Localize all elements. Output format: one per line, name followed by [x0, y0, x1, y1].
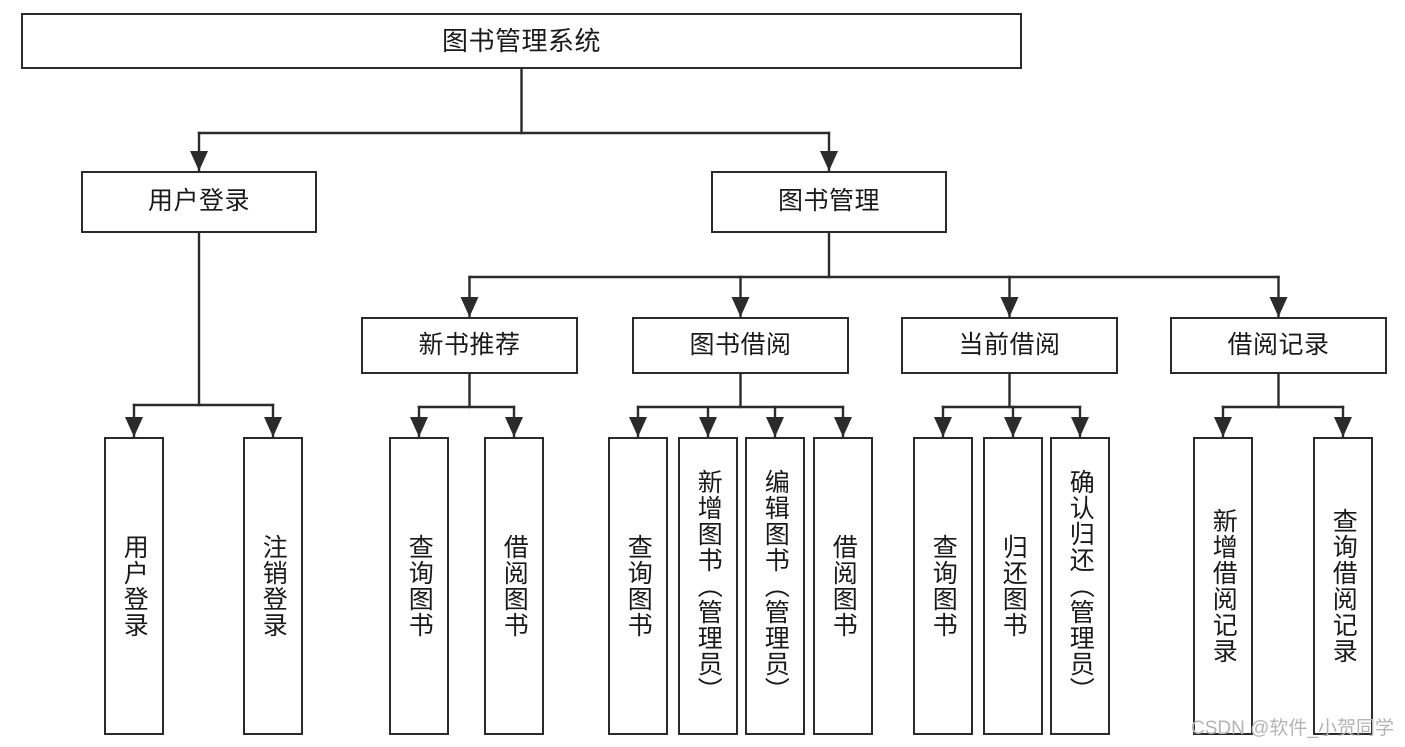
edge-arrowhead	[731, 297, 750, 317]
edge-arrowhead	[699, 417, 717, 437]
edge-arrowhead	[125, 417, 143, 437]
node-label: 借阅图书	[500, 534, 529, 638]
node-borrow_record[interactable]: 借阅记录	[1170, 317, 1387, 374]
node-label: 当前借阅	[958, 330, 1061, 359]
node-leaf_query_book_2[interactable]: 查询图书	[608, 437, 668, 735]
node-label: 查询图书	[405, 534, 434, 638]
node-leaf_confirm_ret[interactable]: 确认归还（管理员）	[1050, 437, 1110, 735]
node-label: 查询图书	[624, 534, 653, 638]
edge-arrowhead	[1004, 417, 1022, 437]
csdn-watermark: CSDN @软件_小贺同学	[1191, 718, 1394, 739]
node-label: 归还图书	[999, 534, 1028, 638]
node-leaf_borrow_book_1[interactable]: 借阅图书	[484, 437, 544, 735]
node-label: 图书管理	[777, 187, 880, 216]
node-user_login[interactable]: 用户登录	[81, 171, 317, 233]
node-leaf_borrow_book_2[interactable]: 借阅图书	[813, 437, 873, 735]
node-label: 借阅图书	[829, 534, 858, 638]
edge-arrowhead	[410, 417, 428, 437]
node-label: 查询图书	[929, 534, 958, 638]
edge-arrowhead	[1334, 417, 1352, 437]
node-leaf_edit_book[interactable]: 编辑图书（管理员）	[745, 437, 805, 735]
node-leaf_query_book_1[interactable]: 查询图书	[389, 437, 449, 735]
node-label: 图书借阅	[689, 330, 792, 359]
edge-arrowhead	[1214, 417, 1232, 437]
edge-arrowhead	[505, 417, 523, 437]
node-leaf_user_logout[interactable]: 注销登录	[243, 437, 303, 735]
node-label: 确认归还（管理员）	[1066, 469, 1095, 703]
node-leaf_query_book_3[interactable]: 查询图书	[913, 437, 973, 735]
edge-arrowhead	[460, 297, 479, 317]
node-label: 用户登录	[120, 534, 149, 638]
node-leaf_add_record[interactable]: 新增借阅记录	[1193, 437, 1253, 735]
node-current_borrow[interactable]: 当前借阅	[901, 317, 1118, 374]
node-leaf_user_login[interactable]: 用户登录	[104, 437, 164, 735]
node-leaf_return_book[interactable]: 归还图书	[983, 437, 1043, 735]
node-leaf_add_book[interactable]: 新增图书（管理员）	[678, 437, 738, 735]
edge-arrowhead	[1269, 297, 1288, 317]
node-label: 新书推荐	[418, 330, 521, 359]
node-book_borrow[interactable]: 图书借阅	[632, 317, 849, 374]
node-label: 新增图书（管理员）	[694, 469, 723, 703]
node-book_manage[interactable]: 图书管理	[711, 171, 947, 233]
edge-arrowhead	[629, 417, 647, 437]
edge-arrowhead	[766, 417, 784, 437]
node-root[interactable]: 图书管理系统	[21, 13, 1022, 69]
edge-arrowhead	[264, 417, 282, 437]
edge-arrowhead	[190, 151, 208, 171]
node-label: 用户登录	[147, 187, 250, 216]
edge-arrowhead	[820, 151, 838, 171]
node-leaf_query_record[interactable]: 查询借阅记录	[1313, 437, 1373, 735]
edge-arrowhead	[1071, 417, 1089, 437]
node-label: 借阅记录	[1227, 330, 1330, 359]
edge-arrowhead	[834, 417, 852, 437]
edge-arrowhead	[1000, 297, 1019, 317]
node-new_book_rec[interactable]: 新书推荐	[361, 317, 578, 374]
node-label: 注销登录	[259, 534, 288, 638]
node-label: 图书管理系统	[441, 25, 601, 56]
node-label: 新增借阅记录	[1209, 508, 1238, 664]
edge-arrowhead	[934, 417, 952, 437]
node-label: 查询借阅记录	[1329, 508, 1358, 664]
node-label: 编辑图书（管理员）	[761, 469, 790, 703]
